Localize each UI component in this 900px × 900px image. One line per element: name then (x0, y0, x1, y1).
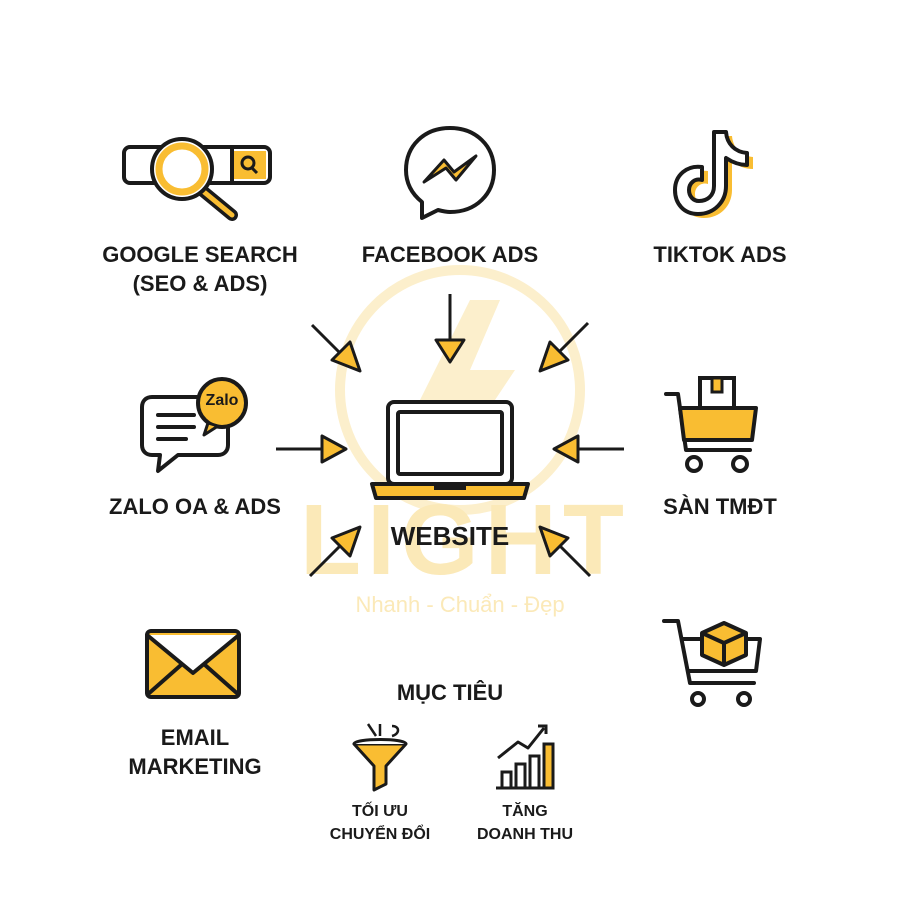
laptop-icon (370, 400, 530, 500)
arrow-from-ecommerce (552, 434, 624, 464)
watermark-tagline: Nhanh - Chuẩn - Đẹp (355, 592, 565, 617)
arrow-from-email (308, 525, 362, 578)
growth-chart-icon (496, 724, 555, 790)
channel-tiktok (665, 122, 765, 222)
arrow-from-google (310, 323, 362, 373)
tiktok-icon (673, 130, 753, 218)
zalo-badge-text: Zalo (205, 392, 239, 409)
messenger-icon (404, 126, 496, 220)
label-email: EMAIL MARKETING (128, 725, 262, 779)
label-facebook: FACEBOOK ADS (361, 242, 539, 267)
goal-revenue (494, 722, 556, 792)
channel-email (143, 625, 243, 705)
goal-revenue-label: TĂNG DOANH THU (477, 803, 573, 843)
envelope-icon (145, 629, 241, 699)
label-zalo: ZALO OA & ADS (109, 494, 281, 519)
goal-conversion-label: TỐI ƯU CHUYỂN ĐỔI (329, 803, 431, 843)
goals-title: MỤC TIÊU (396, 680, 504, 705)
center-label: WEBSITE (390, 521, 510, 551)
cart-box-icon (662, 619, 762, 707)
arrow-from-zalo (276, 434, 348, 464)
watermark (300, 265, 620, 630)
goal-conversion (350, 722, 410, 792)
channel-zalo (138, 375, 253, 475)
arrow-from-facebook (434, 294, 466, 364)
channel-ecommerce (662, 372, 762, 477)
label-ecommerce: SÀN TMĐT (663, 494, 777, 519)
label-google: GOOGLE SEARCH (SEO & ADS) (102, 242, 298, 296)
watermark-logo-icon (335, 265, 585, 515)
channel-google (120, 125, 280, 225)
zalo-chat-icon (140, 377, 248, 473)
label-tiktok: TIKTOK ADS (653, 242, 787, 267)
shopping-cart-icon (664, 376, 758, 473)
search-bar-icon (122, 137, 272, 221)
arrow-from-cart (538, 525, 592, 578)
channel-cart2 (660, 605, 770, 710)
channel-facebook (400, 122, 500, 222)
center-laptop (368, 398, 532, 504)
arrow-from-tiktok (538, 321, 590, 373)
funnel-icon (352, 723, 408, 792)
